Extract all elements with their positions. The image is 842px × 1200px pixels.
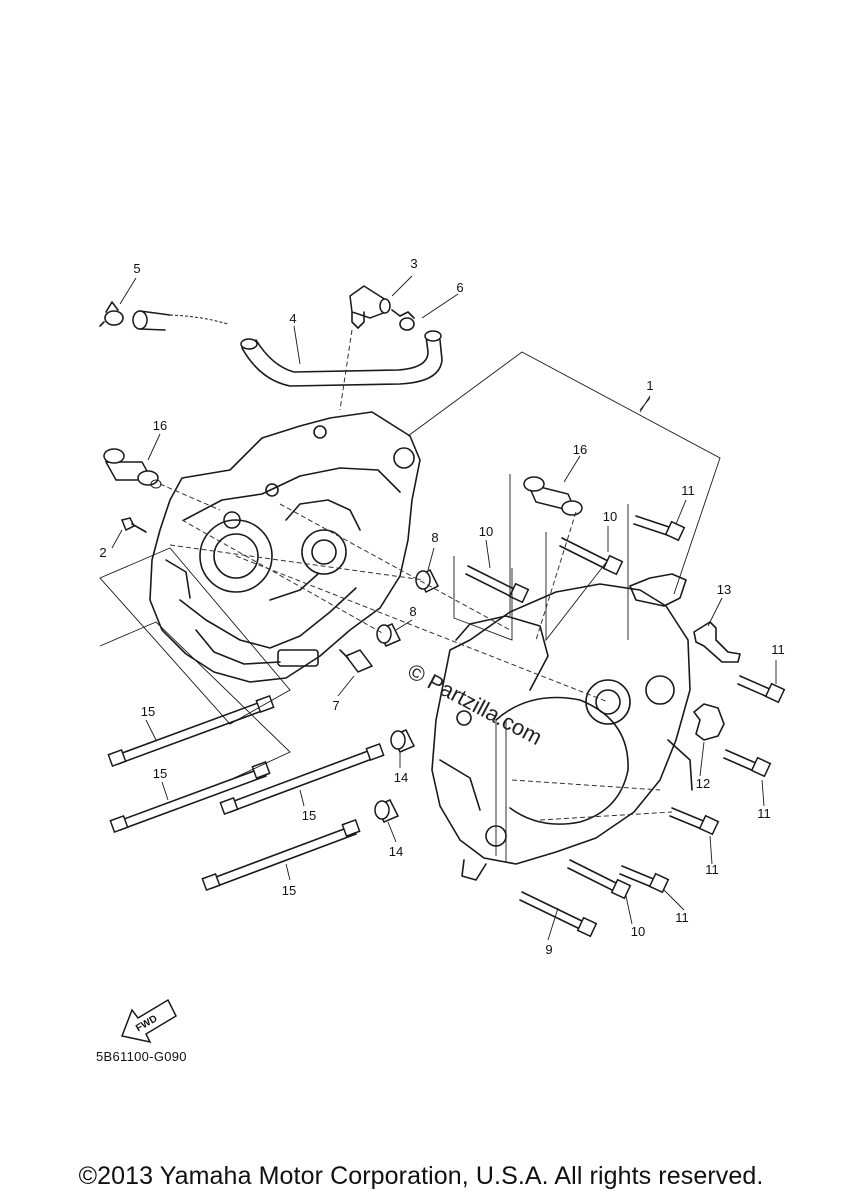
hose-clamp-6 xyxy=(399,311,415,331)
callout-16-right: 16 xyxy=(573,442,587,457)
dowel-pin-16-right xyxy=(523,476,583,516)
crankcase-right xyxy=(431,573,693,881)
callout-2: 2 xyxy=(99,545,106,560)
callout-6: 6 xyxy=(456,280,463,295)
clamp-13 xyxy=(693,621,741,663)
callout-14-upper: 14 xyxy=(394,770,408,785)
watermark: © Partzilla.com xyxy=(404,658,547,750)
callout-15-d: 15 xyxy=(282,883,296,898)
crankcase-assembly-bracket xyxy=(407,351,721,595)
callout-11-bottom: 11 xyxy=(675,910,689,925)
callout-5: 5 xyxy=(133,261,140,276)
callout-labels: 1 2 3 4 5 6 7 8 8 9 10 10 10 11 11 11 11… xyxy=(99,256,784,957)
bolts xyxy=(465,515,786,938)
dowel-pin-16-left xyxy=(103,448,162,489)
clamp-12 xyxy=(693,703,725,741)
callout-9: 9 xyxy=(545,942,552,957)
callout-10-lower: 10 xyxy=(631,924,645,939)
callout-14-lower: 14 xyxy=(389,844,403,859)
stud-bolts-15 xyxy=(107,695,385,891)
callout-15-b: 15 xyxy=(153,766,167,781)
callout-15-a: 15 xyxy=(141,704,155,719)
breather-joint-3 xyxy=(349,285,401,329)
callout-10-upper: 10 xyxy=(479,524,493,539)
callout-16-left: 16 xyxy=(153,418,167,433)
breather-hose-assembly xyxy=(99,285,443,411)
callout-11-right-lower: 11 xyxy=(705,862,719,877)
callout-4: 4 xyxy=(289,311,296,326)
breather-hose-4 xyxy=(241,339,443,387)
callout-leaders xyxy=(111,275,777,941)
callout-7: 7 xyxy=(332,698,339,713)
collar-8-lower xyxy=(376,623,402,647)
callout-1: 1 xyxy=(646,378,653,393)
collar-14-upper xyxy=(390,729,416,753)
screw-2 xyxy=(120,517,147,533)
hose-end xyxy=(132,310,148,330)
callout-10-middle: 10 xyxy=(603,509,617,524)
callout-8-upper: 8 xyxy=(431,530,438,545)
callout-11-right-middle: 11 xyxy=(757,806,771,821)
copyright-footer: ©2013 Yamaha Motor Corporation, U.S.A. A… xyxy=(78,1162,764,1190)
callout-15-c: 15 xyxy=(302,808,316,823)
callout-11-right-upper: 11 xyxy=(771,642,785,657)
fwd-arrow-icon: FWD xyxy=(120,998,177,1044)
collar-14-lower xyxy=(374,799,400,823)
drain-plug-7 xyxy=(339,649,374,673)
diagram-code: 5B61100-G090 xyxy=(96,1049,187,1064)
callout-8-lower: 8 xyxy=(409,604,416,619)
hose-clamp-5 xyxy=(99,301,124,327)
collar-8-upper xyxy=(415,568,440,594)
callout-13: 13 xyxy=(717,582,731,597)
callout-11-top: 11 xyxy=(681,483,695,498)
callout-3: 3 xyxy=(410,256,417,271)
callout-12: 12 xyxy=(696,776,710,791)
alignment-lines xyxy=(99,474,673,862)
crankcase-left xyxy=(149,411,421,683)
